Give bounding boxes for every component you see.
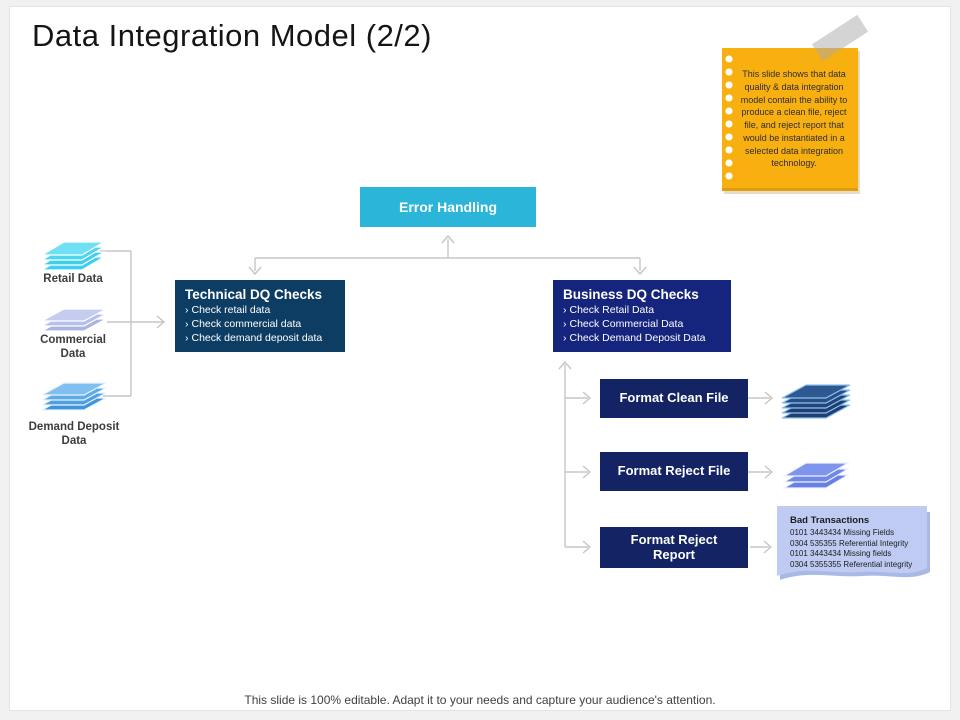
error-handling-label: Error Handling <box>398 199 497 215</box>
bad-transaction-row: 0101 3443434 Missing fields <box>790 549 892 559</box>
demand-deposit-data-label: Demand Deposit Data <box>28 421 120 448</box>
business-dq-bullet: ›Check Retail Data <box>563 304 655 316</box>
format-reject-file-label: Format Reject File <box>617 463 731 479</box>
footer-note: This slide is 100% editable. Adapt it to… <box>244 693 716 707</box>
commercial-data-stack-icon[interactable] <box>38 302 112 334</box>
business-dq-bullet: ›Check Demand Deposit Data <box>563 331 706 344</box>
format-reject-report-label: Format Reject Report <box>630 531 718 562</box>
bad-transactions-note[interactable]: Bad Transactions 0101 3443434 Missing Fi… <box>777 506 933 588</box>
page-title: Data Integration Model (2/2) <box>32 18 432 53</box>
commercial-data-label: Commercial Data <box>40 334 106 361</box>
clean-file-stack-icon[interactable] <box>778 376 856 422</box>
retail-data-label: Retail Data <box>43 273 103 285</box>
technical-dq-title: Technical DQ Checks <box>185 287 323 302</box>
business-dq-title: Business DQ Checks <box>563 287 699 302</box>
retail-data-stack-icon[interactable] <box>38 236 110 274</box>
technical-dq-bullet: ›Check retail data <box>185 304 271 316</box>
format-reject-report-box[interactable]: Format Reject Report <box>600 527 748 568</box>
format-clean-file-box[interactable]: Format Clean File <box>600 379 748 418</box>
bad-transactions-note-shape <box>777 506 930 580</box>
technical-dq-bullet: ›Check commercial data <box>185 317 302 330</box>
format-reject-file-box[interactable]: Format Reject File <box>600 452 748 491</box>
technical-dq-checks-box[interactable]: Technical DQ Checks ›Check retail data ›… <box>175 280 345 352</box>
bad-transaction-row: 0304 535355 Referential Integrity <box>790 538 909 548</box>
business-dq-bullet: ›Check Commercial Data <box>563 317 684 330</box>
bad-transaction-row: 0304 5355355 Referential integrity <box>790 559 913 569</box>
sticky-note[interactable]: This slide shows that data quality & dat… <box>722 48 858 191</box>
bad-transaction-row: 0101 3443434 Missing Fields <box>790 528 895 537</box>
technical-dq-bullet: ›Check demand deposit data <box>185 331 323 344</box>
format-clean-file-label: Format Clean File <box>619 390 729 406</box>
sticky-note-binding-dots-icon <box>725 55 733 183</box>
business-dq-checks-box[interactable]: Business DQ Checks ›Check Retail Data ›C… <box>553 280 731 352</box>
demand-deposit-data-stack-icon[interactable] <box>38 378 112 414</box>
reject-file-stack-icon[interactable] <box>780 452 854 492</box>
error-handling-box[interactable]: Error Handling <box>360 187 536 227</box>
bad-transactions-title: Bad Transactions <box>790 515 870 526</box>
sticky-note-text: This slide shows that data quality & dat… <box>740 69 848 169</box>
